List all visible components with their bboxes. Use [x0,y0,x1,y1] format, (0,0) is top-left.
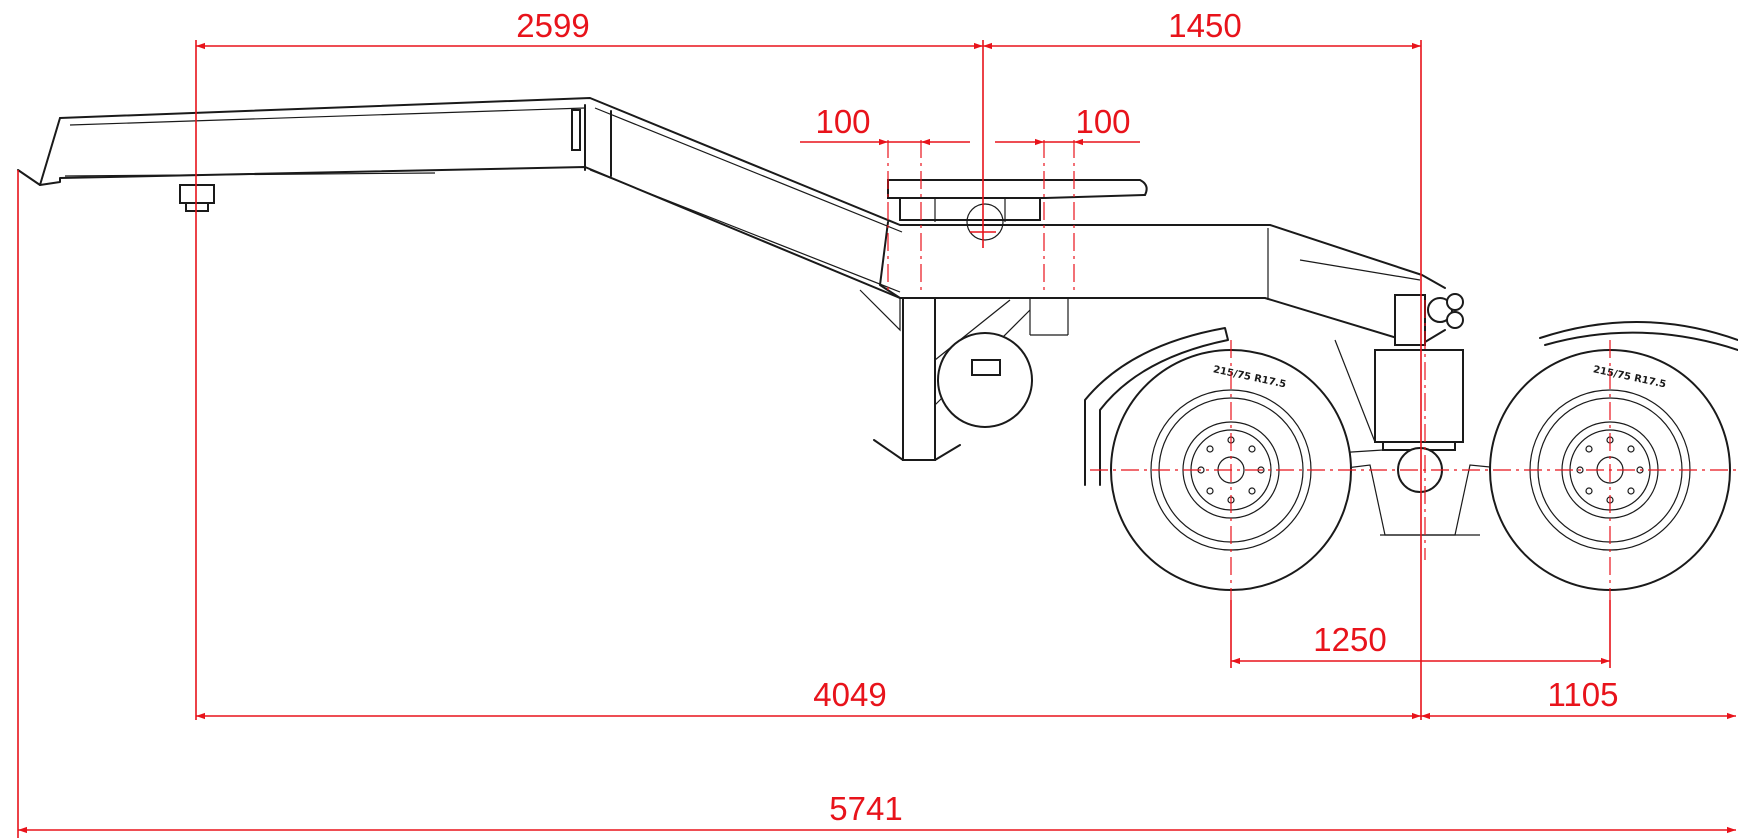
dim-label-1250: 1250 [1313,621,1386,658]
dim-label-1450: 1450 [1168,7,1241,44]
front-stand [179,184,215,212]
dim-label-1105: 1105 [1548,676,1619,713]
dim-label-2599: 2599 [516,7,589,44]
fifth-wheel [887,179,1148,241]
dim-label-5741: 5741 [829,790,902,827]
coupling-assembly [1304,293,1521,536]
dim-label-4049: 4049 [813,676,886,713]
support-leg [873,297,1031,461]
trailer-structure: 215/75 R17.5 215/75 R17.5 [17,97,1738,591]
air-tank [937,332,1033,428]
dimension-layer [17,40,1738,838]
center-lines [17,40,1738,838]
fender-front [1084,327,1229,486]
gooseneck-beam [17,97,1446,346]
dim-label-100-right: 100 [1075,103,1130,140]
dim-label-100-left: 100 [815,103,870,140]
dimension-labels: 2599 1450 100 100 1250 4049 1105 5741 [516,7,1618,827]
fender-rear [1539,321,1738,351]
chassis-box [859,221,1421,336]
